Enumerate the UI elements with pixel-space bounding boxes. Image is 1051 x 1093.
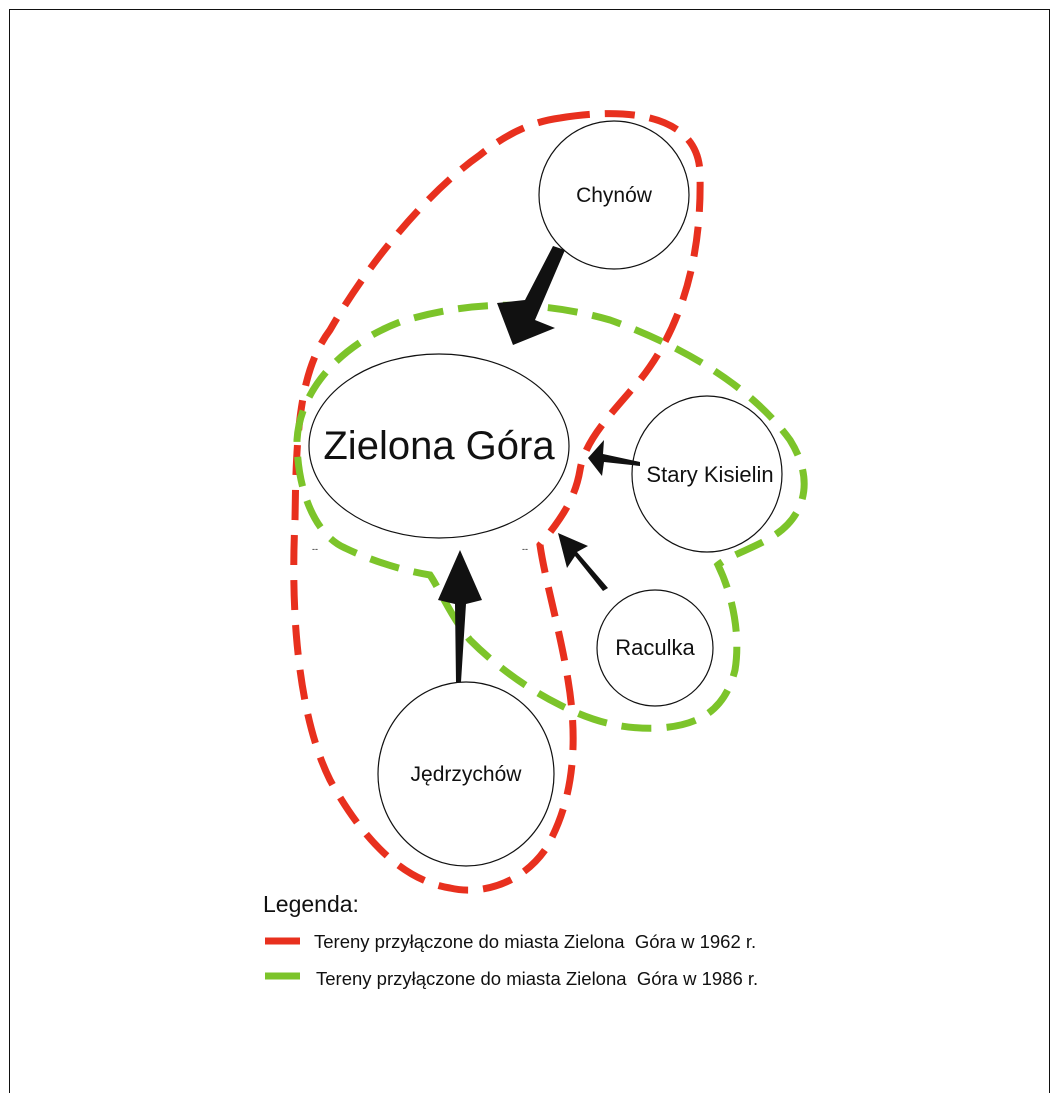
diagram-frame — [9, 9, 1050, 1093]
tick-mark: -- — [312, 544, 318, 554]
label-raculka: Raculka — [615, 635, 695, 660]
label-jedrzychow: Jędrzychów — [411, 763, 523, 786]
legend-title: Legenda: — [263, 891, 359, 917]
legend-label-1962: Tereny przyłączone do miasta Zielona Gór… — [314, 931, 756, 952]
node-jedrzychow — [377, 681, 555, 867]
legend-label-1986: Tereny przyłączone do miasta Zielona Gór… — [316, 968, 758, 989]
arrow-chynow — [497, 246, 565, 345]
label-chynow: Chynów — [576, 184, 653, 207]
node-stary-kisielin — [631, 395, 783, 553]
label-stary-kisielin: Stary Kisielin — [646, 462, 773, 487]
label-zielona-gora: Zielona Góra — [323, 424, 555, 468]
node-raculka — [596, 589, 714, 707]
node-zielona-gora — [308, 353, 570, 539]
boundary-1962 — [290, 110, 704, 894]
arrow-raculka — [558, 533, 608, 591]
tick-mark: -- — [522, 544, 528, 554]
arrow-stary-kisielin — [588, 440, 640, 476]
node-chynow — [538, 120, 690, 270]
boundary-1986 — [293, 301, 808, 732]
arrow-jedrzychow — [438, 550, 482, 682]
